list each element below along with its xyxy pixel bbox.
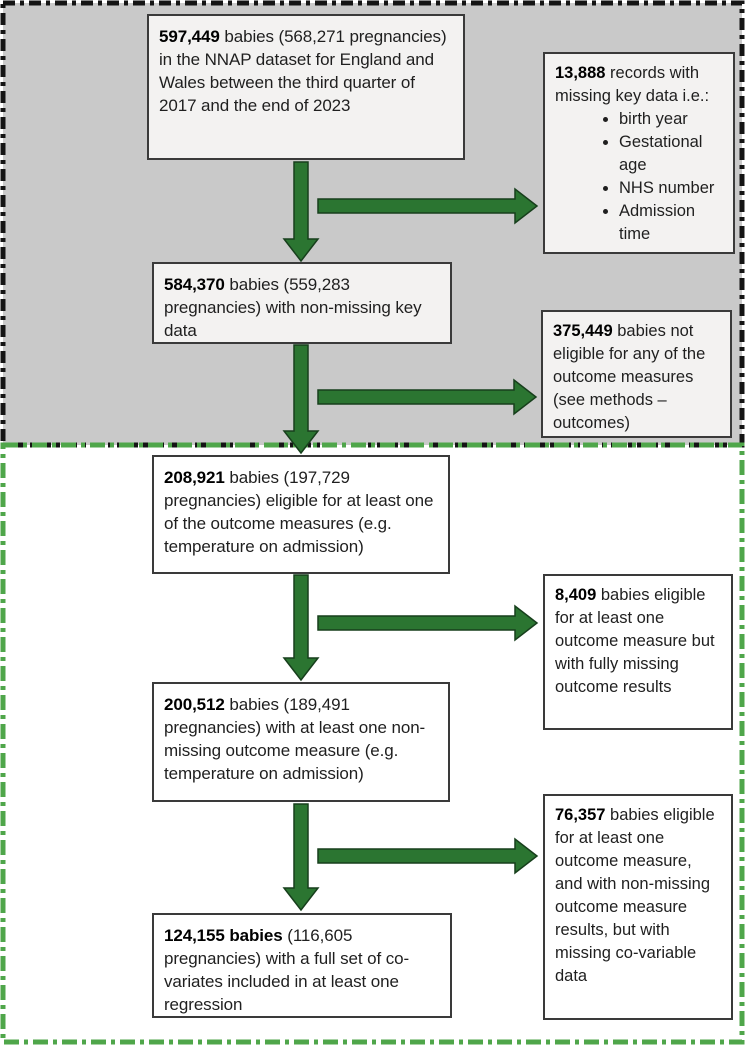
box-total-dataset: 597,449 babies (568,271 pregnancies) in … — [147, 14, 465, 160]
arrow-down-3 — [282, 574, 320, 682]
box-number: 76,357 — [555, 806, 606, 824]
box-number: 8,409 — [555, 586, 597, 604]
box-text: babies (197,729 pregnancies) eligible fo… — [164, 468, 434, 556]
box-fully-missing-results: 8,409 babies eligible for at least one o… — [543, 574, 733, 730]
box-text: (116,605 pregnancies) with a full set of… — [164, 926, 410, 1014]
box-missing-covariable: 76,357 babies eligible for at least one … — [543, 794, 733, 1020]
missing-data-list: birth year Gestational age NHS number Ad… — [555, 108, 721, 246]
box-number: 597,449 — [159, 27, 220, 46]
box-non-missing-key-data: 584,370 babies (559,283 pregnancies) wit… — [152, 262, 452, 344]
box-number: 584,370 — [164, 275, 225, 294]
box-number: 375,449 — [553, 322, 613, 340]
arrow-down-1 — [282, 161, 320, 263]
box-text: babies eligible for at least one outcome… — [555, 586, 715, 696]
box-number: 124,155 babies — [164, 926, 283, 945]
box-missing-key-data: 13,888 records with missing key data i.e… — [543, 52, 735, 254]
arrow-down-4 — [282, 803, 320, 912]
box-number: 200,512 — [164, 695, 225, 714]
box-non-missing-outcome: 200,512 babies (189,491 pregnancies) wit… — [152, 682, 450, 802]
arrow-branch-exclusion-1 — [317, 187, 539, 225]
box-text: babies not eligible for any of the outco… — [553, 322, 706, 432]
box-number: 208,921 — [164, 468, 225, 487]
box-not-eligible: 375,449 babies not eligible for any of t… — [541, 310, 732, 438]
arrow-branch-exclusion-3 — [317, 604, 539, 642]
box-eligible-outcome: 208,921 babies (197,729 pregnancies) eli… — [152, 455, 450, 574]
list-item: birth year — [619, 108, 721, 131]
included-section-frame — [0, 442, 745, 1045]
box-text: babies (559,283 pregnancies) with non-mi… — [164, 275, 422, 340]
box-text: records with missing key data i.e.: — [555, 64, 710, 105]
list-item: Admission time — [619, 200, 721, 246]
arrow-down-2 — [282, 344, 320, 455]
arrow-branch-exclusion-2 — [317, 378, 538, 416]
list-item: Gestational age — [619, 131, 721, 177]
box-number: 13,888 — [555, 64, 606, 82]
arrow-branch-exclusion-4 — [317, 837, 539, 875]
box-full-covariates: 124,155 babies (116,605 pregnancies) wit… — [152, 913, 452, 1018]
list-item: NHS number — [619, 177, 721, 200]
box-text: babies (189,491 pregnancies) with at lea… — [164, 695, 426, 783]
box-text: babies (568,271 pregnancies) in the NNAP… — [159, 27, 447, 115]
box-text: babies eligible for at least one outcome… — [555, 806, 715, 985]
